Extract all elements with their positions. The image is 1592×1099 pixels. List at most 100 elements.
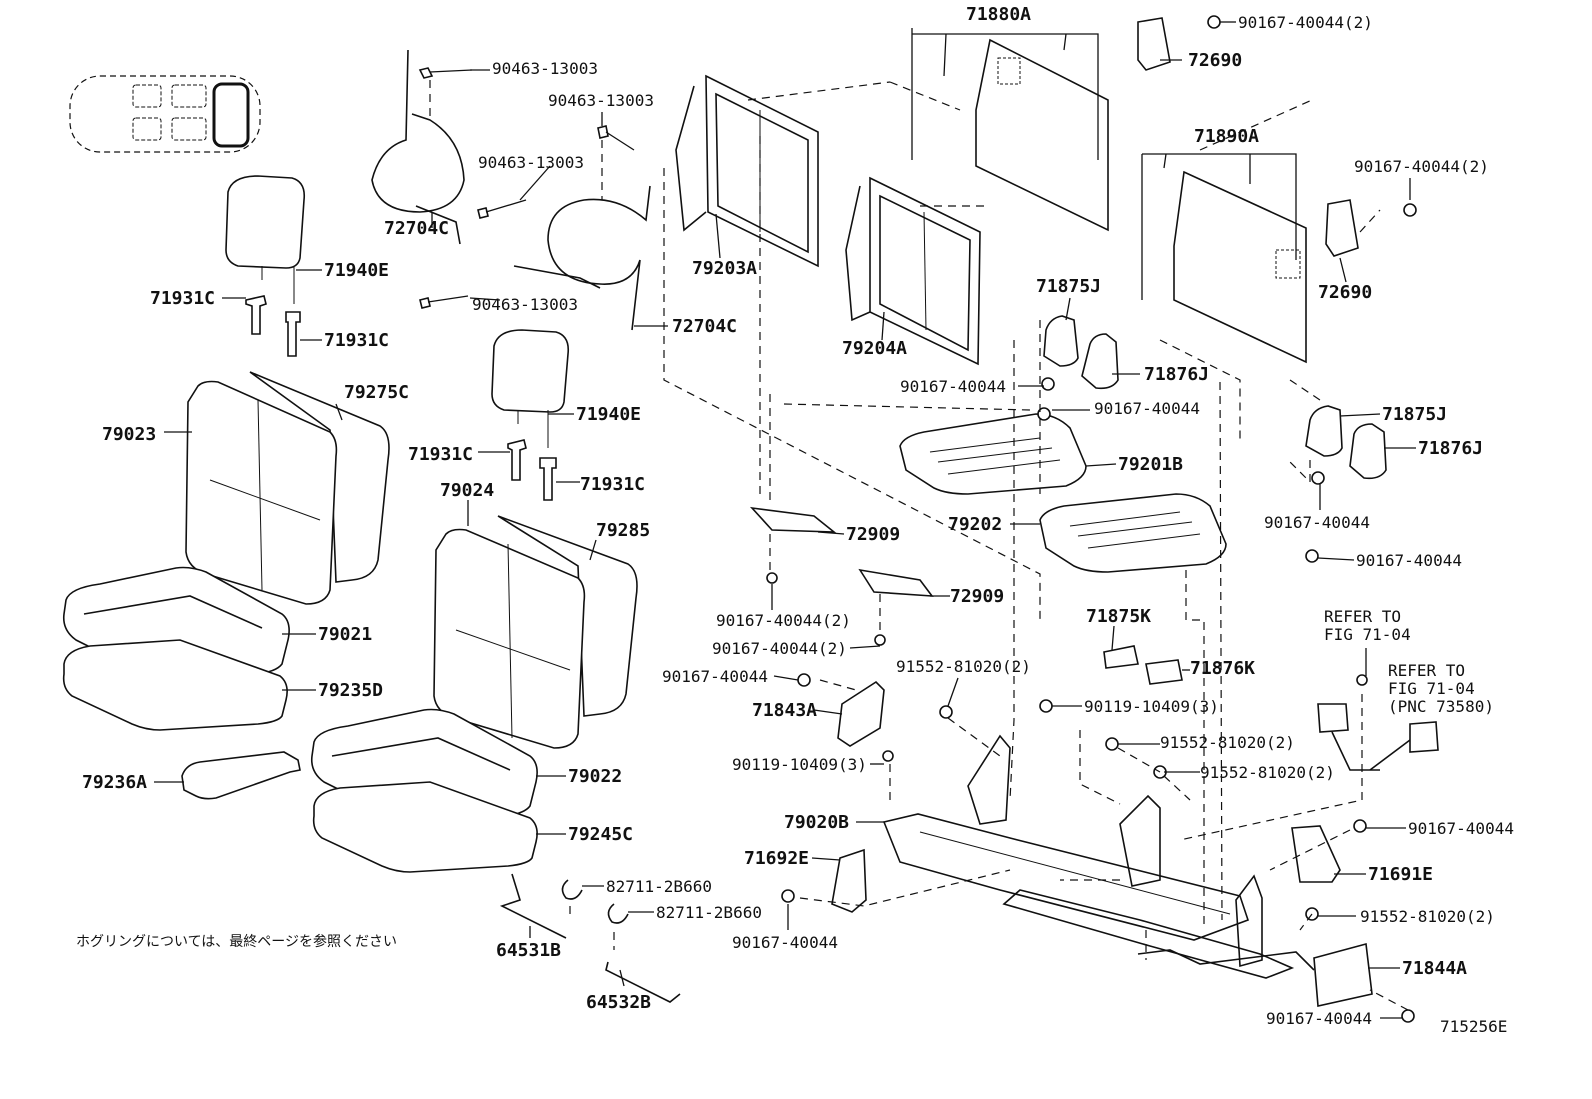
- refer-note-a-line1: REFER TO: [1324, 607, 1401, 626]
- part-label: 71940E: [576, 404, 641, 425]
- seat-belt-icon: [1317, 703, 1439, 771]
- part-labels: 71880A 90167-40044(2) 72690 90463-13003 …: [76, 4, 1514, 1036]
- part-label: 71931C: [408, 444, 473, 465]
- part-label: 90167-40044: [1094, 399, 1200, 418]
- part-label: 79021: [318, 624, 372, 645]
- hog-ring-note: ホグリングについては、最終ページを参照ください: [76, 933, 397, 950]
- part-label: 71844A: [1402, 958, 1467, 979]
- part-label: 64532B: [586, 992, 651, 1013]
- seat-back-left-icon: [185, 371, 390, 605]
- part-label: 79245C: [568, 824, 633, 845]
- seat-cushion-left-icon: [62, 566, 290, 731]
- part-label: 71931C: [324, 330, 389, 351]
- small-cover-icon: [1103, 645, 1183, 685]
- part-label: 79275C: [344, 382, 409, 403]
- seat-cushion-right-icon: [310, 708, 538, 873]
- side-cover-icon: [831, 680, 1373, 1007]
- clip-icon: [418, 67, 635, 309]
- release-cable-icon: [371, 49, 651, 331]
- part-label: 72704C: [672, 316, 737, 337]
- part-label: 72909: [950, 586, 1004, 607]
- part-label: 90167-40044(2): [712, 639, 847, 658]
- part-label: 91552-81020(2): [1160, 733, 1295, 752]
- part-label: 71931C: [580, 474, 645, 495]
- part-label: 71931C: [150, 288, 215, 309]
- part-label: 90463-13003: [472, 295, 578, 314]
- head-support-icon: [245, 295, 557, 501]
- part-label: 90463-13003: [548, 91, 654, 110]
- refer-note-b-line1: REFER TO: [1388, 661, 1465, 680]
- part-label: 90167-40044(2): [1354, 157, 1489, 176]
- part-label: 90167-40044: [732, 933, 838, 952]
- part-label: 79023: [102, 424, 156, 445]
- part-label: 71940E: [324, 260, 389, 281]
- seatback-board-lower-icon: [1173, 170, 1307, 364]
- part-label: 71875J: [1382, 404, 1447, 425]
- seat-layout-indicator-icon: [69, 75, 261, 153]
- part-label: 90167-40044: [1264, 513, 1370, 532]
- seat-adjuster-icon: [882, 734, 1315, 979]
- part-label: 79202: [948, 514, 1002, 535]
- part-label: 90167-40044(2): [1238, 13, 1373, 32]
- part-label: 90119-10409(3): [732, 755, 867, 774]
- bolt-icon: [766, 15, 1417, 1023]
- refer-note-b-line3: (PNC 73580): [1388, 697, 1494, 716]
- part-label: 79204A: [842, 338, 907, 359]
- headrest-left-icon: [225, 175, 306, 304]
- part-label: 79022: [568, 766, 622, 787]
- part-label: 79235D: [318, 680, 383, 701]
- part-label: 79201B: [1118, 454, 1183, 475]
- part-label: 71876J: [1418, 438, 1483, 459]
- part-label: 82711-2B660: [656, 903, 762, 922]
- part-label: 71876K: [1190, 658, 1255, 679]
- part-label: 71875K: [1086, 606, 1151, 627]
- part-label: 72690: [1318, 282, 1372, 303]
- part-label: 90167-40044: [1266, 1009, 1372, 1028]
- cushion-frame-lower-icon: [1039, 493, 1227, 573]
- part-label: 90119-10409(3): [1084, 697, 1219, 716]
- part-label: 79020B: [784, 812, 849, 833]
- diagram-code: 715256E: [1440, 1017, 1507, 1036]
- part-label: 90463-13003: [478, 153, 584, 172]
- seat-wire-icon: [499, 873, 681, 1003]
- part-label: 90167-40044: [1356, 551, 1462, 570]
- callout-brackets: [911, 28, 1297, 300]
- part-label: 79236A: [82, 772, 147, 793]
- bracket-plate-icon: [749, 506, 934, 597]
- part-label: 64531B: [496, 940, 561, 961]
- seatback-board-upper-icon: [975, 38, 1109, 232]
- part-label: 91552-81020(2): [1360, 907, 1495, 926]
- part-label: 71692E: [744, 848, 809, 869]
- part-label: 79024: [440, 480, 494, 501]
- part-label: 79285: [596, 520, 650, 541]
- part-label: 72704C: [384, 218, 449, 239]
- part-label: 90167-40044: [900, 377, 1006, 396]
- part-label: 71890A: [1194, 126, 1259, 147]
- dashed-guide-lines: [429, 80, 1409, 1011]
- seat-back-frame-upper-icon: [675, 74, 819, 268]
- part-label: 91552-81020(2): [896, 657, 1031, 676]
- headrest-right-icon: [491, 329, 570, 448]
- part-label: 71880A: [966, 4, 1031, 25]
- part-label: 82711-2B660: [606, 877, 712, 896]
- seat-back-right-icon: [433, 515, 638, 749]
- part-label: 90167-40044: [662, 667, 768, 686]
- part-label: 71876J: [1144, 364, 1209, 385]
- part-label: 79203A: [692, 258, 757, 279]
- part-label: 90167-40044: [1408, 819, 1514, 838]
- hog-ring-icon: [561, 879, 629, 924]
- part-label: 90463-13003: [492, 59, 598, 78]
- seat-frame-cover-icon: [181, 751, 301, 800]
- part-label: 71843A: [752, 700, 817, 721]
- cushion-frame-upper-icon: [899, 413, 1087, 495]
- seat-back-frame-lower-icon: [845, 176, 981, 366]
- part-label: 71875J: [1036, 276, 1101, 297]
- part-label: 90167-40044(2): [716, 611, 851, 630]
- part-label: 72909: [846, 524, 900, 545]
- hinge-cover-icon: [1043, 315, 1387, 480]
- refer-note-a-line2: FIG 71-04: [1324, 625, 1411, 644]
- part-label: 72690: [1188, 50, 1242, 71]
- part-label: 91552-81020(2): [1200, 763, 1335, 782]
- part-label: 71691E: [1368, 864, 1433, 885]
